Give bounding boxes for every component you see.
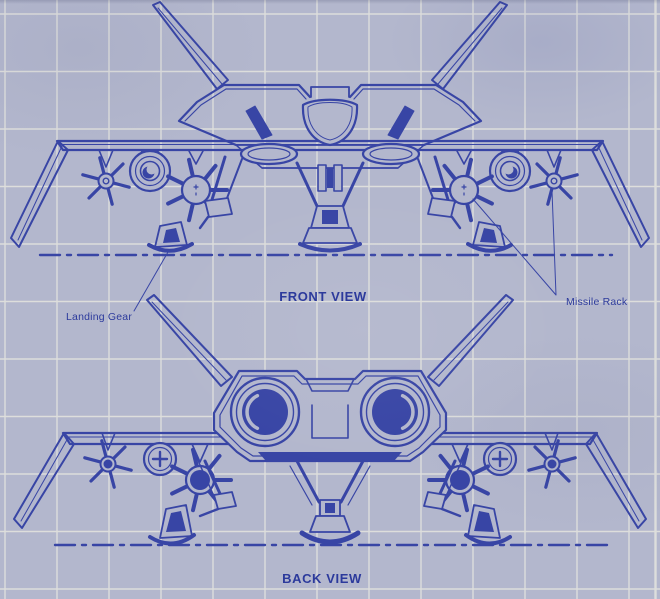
front-canopy [301, 86, 359, 147]
front-right-canard-strip [387, 105, 415, 140]
front-left-tail-fin [152, 1, 229, 90]
missile-rack-leader-lines [472, 190, 557, 296]
front-left-stores [81, 149, 229, 223]
front-left-main-gear [147, 155, 243, 253]
back-left-exhaust-nozzle [229, 376, 301, 448]
back-left-tail-fin [146, 294, 233, 387]
back-view-drawing [13, 294, 647, 547]
front-right-intake [361, 142, 421, 166]
front-right-wingtip [591, 140, 650, 248]
back-left-main-gear [148, 455, 237, 546]
missile-rack-label: Missile Rack [566, 296, 628, 308]
landing-gear-label: Landing Gear [66, 311, 133, 323]
front-right-tail-fin [431, 1, 508, 90]
back-center-gear [289, 459, 371, 545]
back-left-wingtip [13, 432, 75, 529]
landing-gear-leader-line [133, 251, 169, 312]
back-right-wingtip [585, 432, 647, 529]
back-left-stores [83, 432, 233, 513]
front-nose-gear [295, 161, 365, 253]
back-view-caption: BACK VIEW [282, 571, 362, 586]
front-view-caption: FRONT VIEW [279, 289, 367, 304]
front-left-outboard-missile-rack [81, 156, 131, 206]
front-left-intake [239, 142, 299, 166]
front-left-wingtip [10, 140, 69, 248]
back-left-engine-pod [142, 441, 178, 477]
front-right-stores [433, 150, 577, 220]
back-left-outboard-missile-rack [83, 439, 133, 489]
back-right-tail-fin [427, 294, 514, 387]
front-left-canard-strip [245, 105, 273, 140]
back-right-exhaust-nozzle [359, 376, 431, 448]
front-view-drawing [10, 1, 650, 312]
front-left-engine-pod [128, 149, 172, 193]
